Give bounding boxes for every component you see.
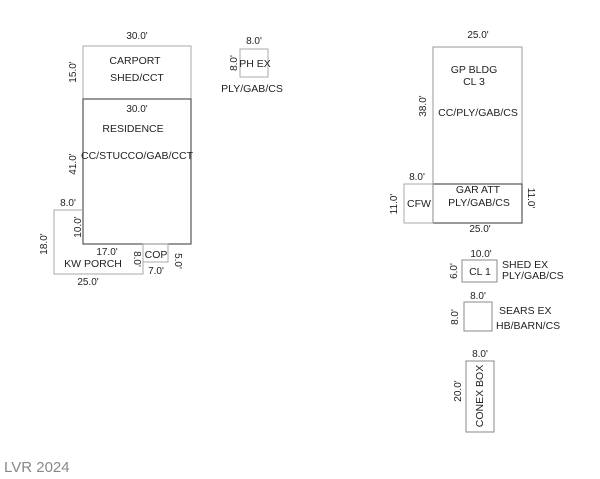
sears-ex-depth-label: 8.0': [450, 309, 461, 325]
gar-att-depth-label: 11.0': [525, 188, 536, 209]
conex-box-structure: 8.0' 20.0' CONEX BOX: [453, 349, 495, 433]
cop-name-label: COP: [145, 249, 168, 261]
gar-att-name-label: GAR ATT: [456, 184, 501, 196]
kw-porch-name-label: KW PORCH: [64, 258, 122, 270]
shed-ex-name-label: SHED EX: [502, 259, 548, 271]
sears-ex-width-label: 8.0': [470, 291, 486, 302]
residence-width-label: 30.0': [126, 104, 147, 115]
conex-box-name-label: CONEX BOX: [474, 365, 486, 427]
shed-ex-structure: 10.0' 6.0' CL 1 SHED EX PLY/GAB/CS: [449, 249, 564, 283]
shed-ex-construction-label: PLY/GAB/CS: [502, 270, 564, 282]
cop-outline: [142, 243, 169, 263]
gar-att-construction-label: PLY/GAB/CS: [448, 197, 510, 209]
kw-porch-inner-depth-label: 10.0': [73, 216, 84, 237]
carport-width-label: 30.0': [126, 31, 147, 42]
residence-name-label: RESIDENCE: [102, 123, 163, 135]
cop-depth-label: 8.0': [131, 251, 142, 267]
gp-bldg-name-label: GP BLDG: [451, 64, 498, 76]
sears-ex-name-label: SEARS EX: [499, 305, 552, 317]
gp-bldg-structure: 25.0' GP BLDG CL 3 CC/PLY/GAB/CS 38.0': [418, 30, 523, 185]
cfw-name-label: CFW: [407, 198, 431, 210]
cfw-depth-label: 11.0': [389, 194, 400, 215]
ph-ex-construction-label: PLY/GAB/CS: [221, 83, 283, 95]
carport-name-label: CARPORT: [109, 55, 161, 67]
carport-structure: 30.0' 15.0' CARPORT SHED/CCT: [68, 31, 192, 100]
gp-bldg-construction-label: CC/PLY/GAB/CS: [438, 107, 518, 119]
cfw-width-label: 8.0': [409, 172, 425, 183]
conex-box-outline: [465, 360, 495, 433]
kw-porch-outline: [53, 209, 144, 275]
kw-porch-width-label: 25.0': [77, 277, 98, 288]
cop-depth-right-label: 5.0': [172, 253, 183, 269]
gar-att-width-label: 25.0': [469, 224, 490, 235]
gp-bldg-class-label: CL 3: [463, 76, 485, 88]
gp-bldg-depth-label: 38.0': [418, 95, 429, 116]
ph-ex-structure: 8.0' 8.0' PH EX PLY/GAB/CS: [221, 36, 283, 95]
ph-ex-depth-label: 8.0': [229, 55, 240, 71]
shed-ex-class-label: CL 1: [469, 266, 491, 278]
kw-porch-structure: 8.0' 10.0' 18.0' 17.0' KW PORCH 25.0': [39, 198, 144, 288]
shed-ex-width-label: 10.0': [470, 249, 491, 260]
cfw-structure: 8.0' CFW 11.0': [389, 172, 434, 224]
ph-ex-outline: [239, 48, 269, 78]
watermark: LVR 2024: [4, 459, 70, 476]
carport-depth-label: 15.0': [68, 61, 79, 82]
ph-ex-name-label: PH EX: [239, 58, 271, 70]
ph-ex-width-label: 8.0': [246, 36, 262, 47]
sears-ex-construction-label: HB/BARN/CS: [496, 320, 560, 332]
sears-ex-structure: 8.0' 8.0' SEARS EX HB/BARN/CS: [450, 291, 560, 332]
cop-structure: COP 8.0' 5.0' 7.0': [131, 243, 183, 277]
kw-porch-inner-width-label: 17.0': [96, 247, 117, 258]
gar-att-structure: GAR ATT PLY/GAB/CS 11.0' 25.0': [432, 183, 536, 235]
cop-width-label: 7.0': [148, 266, 164, 277]
residence-outline: [82, 98, 192, 245]
shed-ex-depth-label: 6.0': [449, 263, 460, 279]
gp-bldg-width-label: 25.0': [467, 30, 488, 41]
conex-box-width-label: 8.0': [472, 349, 488, 360]
conex-box-depth-label: 20.0': [453, 380, 464, 401]
cfw-outline: [403, 183, 434, 224]
kw-porch-depth-label: 18.0': [39, 233, 50, 254]
residence-depth-label: 41.0': [68, 153, 79, 174]
kw-porch-offset-label: 8.0': [60, 198, 76, 209]
sears-ex-outline: [463, 301, 493, 332]
carport-type-label: SHED/CCT: [110, 72, 164, 84]
residence-construction-label: CC/STUCCO/GAB/CCT: [81, 150, 194, 162]
residence-structure: 30.0' RESIDENCE CC/STUCCO/GAB/CCT 41.0': [68, 98, 194, 245]
shed-ex-outline: [461, 259, 498, 283]
